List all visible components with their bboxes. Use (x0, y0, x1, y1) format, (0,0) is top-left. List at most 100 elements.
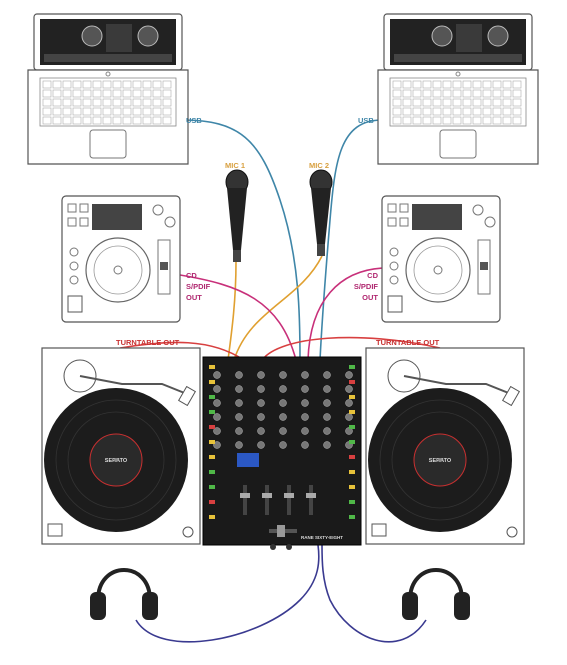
channel-fader-track (243, 485, 247, 515)
keyboard-key (412, 98, 422, 107)
keyboard-key (112, 89, 122, 98)
keyboard-key (422, 89, 432, 98)
turntable-label-left: TURNTABLE OUT (116, 338, 180, 347)
keyboard-key (52, 98, 62, 107)
keyboard-key (142, 80, 152, 89)
keyboard-key (472, 116, 482, 125)
keyboard-key (432, 98, 442, 107)
mixer-led (349, 425, 355, 429)
keyboard-key (72, 89, 82, 98)
mixer-knob (213, 427, 221, 435)
mixer-led (209, 365, 215, 369)
keyboard-key (512, 80, 522, 89)
keyboard-key (82, 98, 92, 107)
mixer-knob (257, 413, 265, 421)
mixer-knob (301, 399, 309, 407)
keyboard-key (42, 107, 52, 116)
keyboard-key (132, 107, 142, 116)
mixer-knob (279, 441, 287, 449)
keyboard-key (42, 116, 52, 125)
microphone-right (309, 169, 333, 256)
mixer-knob (301, 441, 309, 449)
keyboard-key (102, 98, 112, 107)
mixer-knob (213, 441, 221, 449)
keyboard-key (122, 80, 132, 89)
headphones-right (402, 568, 470, 620)
keyboard-key (462, 80, 472, 89)
mixer-knob (257, 399, 265, 407)
turntable-cable-right (261, 336, 441, 361)
keyboard-key (92, 107, 102, 116)
keyboard-key (122, 89, 132, 98)
mixer-knob (345, 413, 353, 421)
mixer-knob (323, 413, 331, 421)
keyboard-key (52, 107, 62, 116)
microphone-left (225, 169, 249, 262)
laptop-right (377, 13, 539, 165)
keyboard-key (162, 116, 172, 125)
mixer-led (209, 440, 215, 444)
mic1-cable (227, 261, 237, 361)
keyboard-key (482, 116, 492, 125)
keyboard-key (112, 80, 122, 89)
keyboard-key (392, 107, 402, 116)
keyboard-key (42, 89, 52, 98)
headphone-cable-left (135, 544, 320, 643)
keyboard-key (482, 80, 492, 89)
keyboard-key (102, 107, 112, 116)
keyboard-key (142, 107, 152, 116)
headphone-cable-right (321, 544, 427, 643)
keyboard-key (492, 80, 502, 89)
keyboard-key (142, 116, 152, 125)
keyboard-key (492, 98, 502, 107)
mixer-knob (345, 371, 353, 379)
keyboard-key (432, 89, 442, 98)
keyboard-key (502, 89, 512, 98)
keyboard-key (152, 80, 162, 89)
mic2-label: MIC 2 (309, 161, 329, 170)
keyboard-key (512, 107, 522, 116)
keyboard-key (462, 116, 472, 125)
keyboard-key (152, 98, 162, 107)
cd-label-right-line3: OUT (362, 293, 378, 302)
keyboard-key (52, 80, 62, 89)
keyboard-key (462, 107, 472, 116)
mixer-led (349, 440, 355, 444)
cd-player-left (61, 195, 181, 323)
cd-label-right-line2: S/PDIF (354, 282, 379, 291)
keyboard-key (472, 98, 482, 107)
mixer-led (209, 470, 215, 474)
keyboard-key (392, 98, 402, 107)
keyboard-key (452, 80, 462, 89)
cd-label-left-line1: CD (186, 271, 197, 280)
keyboard-key (492, 107, 502, 116)
keyboard-key (62, 116, 72, 125)
keyboard-key (432, 107, 442, 116)
keyboard-key (502, 107, 512, 116)
keyboard-key (122, 107, 132, 116)
keyboard-key (92, 116, 102, 125)
keyboard-key (62, 98, 72, 107)
mixer-knob (279, 427, 287, 435)
keyboard-key (392, 80, 402, 89)
keyboard-key (412, 116, 422, 125)
mixer-knob (345, 399, 353, 407)
cd-label-left: CD S/PDIF OUT (186, 271, 211, 302)
mixer-led (349, 515, 355, 519)
mixer-display (237, 453, 259, 467)
keyboard-key (452, 107, 462, 116)
keyboard-key (122, 98, 132, 107)
mixer-knob (279, 413, 287, 421)
mixer-knob (235, 371, 243, 379)
keyboard-key (102, 89, 112, 98)
keyboard-key (452, 98, 462, 107)
keyboard-key (432, 116, 442, 125)
keyboard-key (102, 116, 112, 125)
keyboard-key (62, 80, 72, 89)
channel-fader-track (309, 485, 313, 515)
mixer-leds (209, 365, 355, 519)
keyboard-key (142, 98, 152, 107)
laptop-left (27, 13, 189, 165)
cd-label-right: CD S/PDIF OUT (354, 271, 379, 302)
turntable-cable-left (119, 341, 245, 361)
